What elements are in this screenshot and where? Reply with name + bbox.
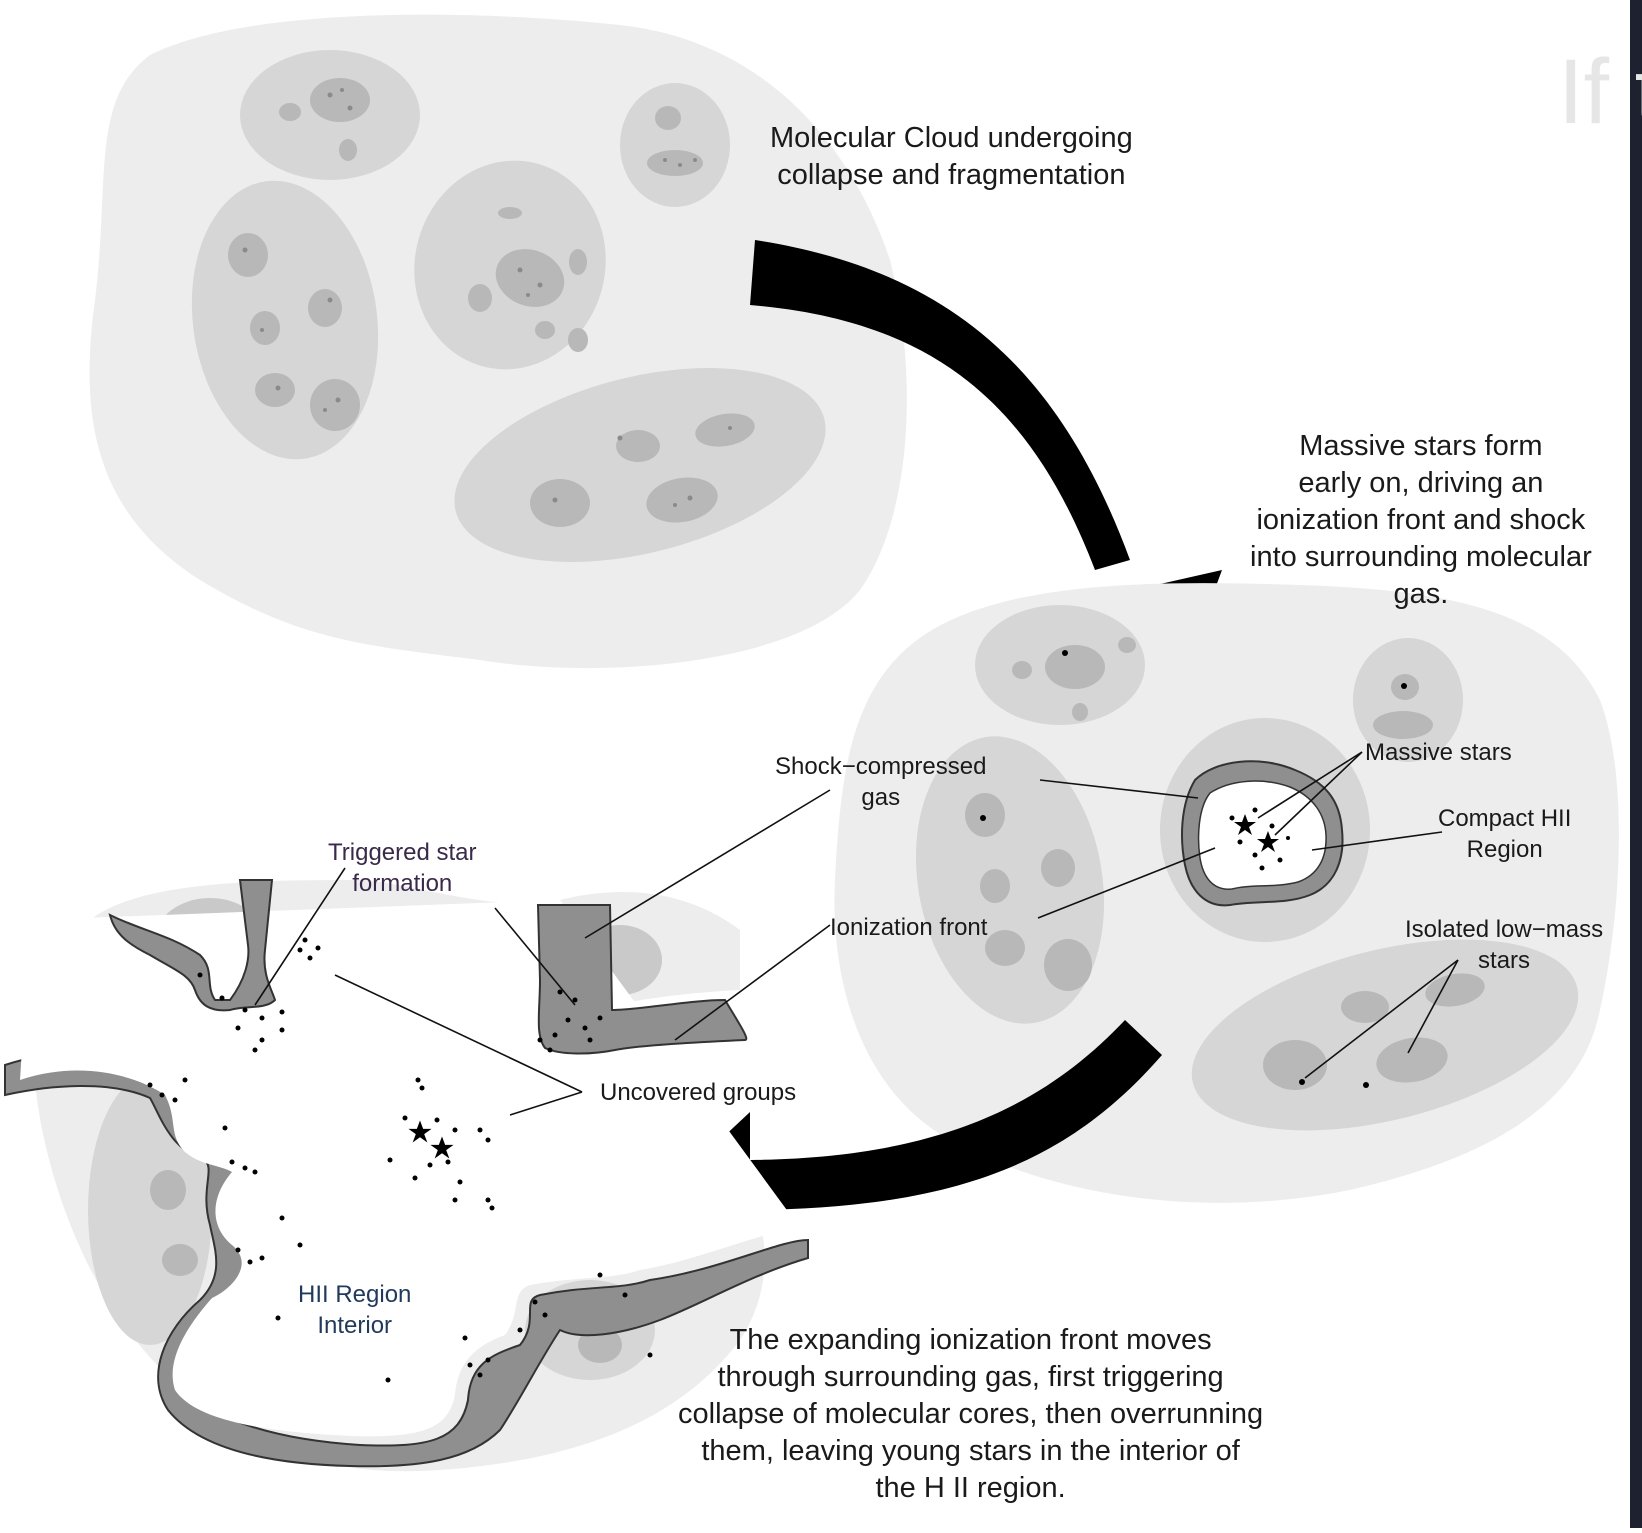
core: [1045, 645, 1105, 689]
clump: [620, 83, 730, 207]
core: [279, 103, 301, 121]
core: [498, 207, 522, 219]
core: [647, 150, 703, 176]
molecular-cloud-panel: [90, 15, 907, 668]
label-isolated-low-mass-stars: Isolated low−mass stars: [1405, 915, 1603, 976]
label-massive-stars: Massive stars: [1365, 738, 1512, 769]
core: [655, 106, 681, 130]
core: [468, 284, 492, 312]
label-hii-region-interior: HII Region Interior: [298, 1280, 411, 1341]
core: [616, 430, 660, 462]
core: [1263, 1040, 1327, 1090]
core: [310, 78, 370, 122]
core: [250, 311, 280, 345]
core: [308, 289, 342, 327]
compact-hii-panel: [834, 583, 1618, 1203]
core: [162, 1244, 198, 1276]
label-triggered-star-formation: Triggered star formation: [328, 838, 477, 899]
core: [150, 1170, 186, 1210]
core: [1041, 849, 1075, 887]
label-uncovered-groups: Uncovered groups: [600, 1078, 796, 1109]
core: [1373, 711, 1433, 739]
label-ionization-front: Ionization front: [830, 913, 987, 944]
compact-hii-region: [1199, 781, 1327, 889]
core: [1012, 661, 1032, 679]
label-shock-compressed-gas: Shock−compressed gas: [775, 752, 986, 813]
core: [980, 869, 1010, 903]
label-massive-stars-form: Massive stars form early on, driving an …: [1250, 428, 1592, 614]
label-expanding-ionization-front: The expanding ionization front moves thr…: [678, 1322, 1263, 1508]
label-compact-hii-region: Compact HII Region: [1438, 804, 1571, 865]
core: [1118, 637, 1136, 653]
core: [530, 479, 590, 527]
core: [228, 233, 268, 277]
core: [339, 139, 357, 161]
background-ghost-text: If t: [1558, 40, 1642, 145]
core: [985, 930, 1025, 966]
core: [568, 328, 588, 352]
core: [1072, 703, 1088, 721]
window-sidebar-strip: [1630, 0, 1642, 1528]
core: [535, 321, 555, 339]
core: [1044, 939, 1092, 991]
label-molecular-cloud: Molecular Cloud undergoing collapse and …: [770, 120, 1133, 194]
core: [310, 379, 360, 431]
core: [255, 373, 295, 407]
core: [569, 249, 587, 275]
